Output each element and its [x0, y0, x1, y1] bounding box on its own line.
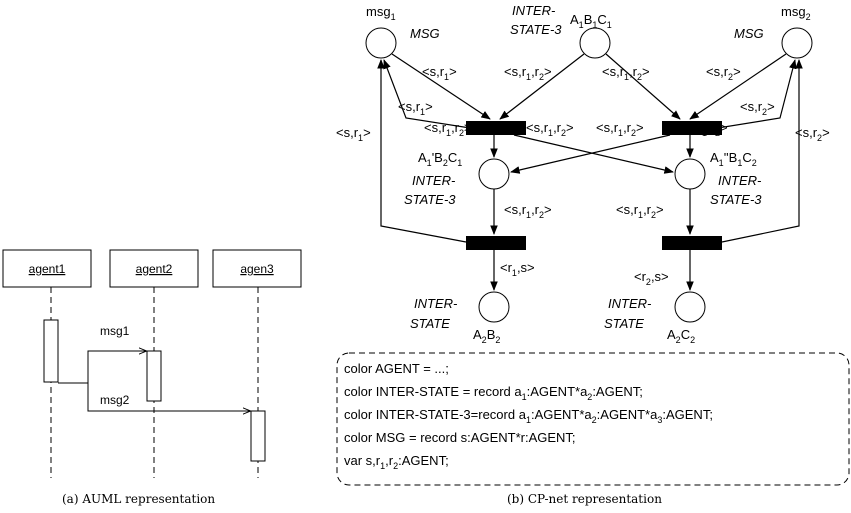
svg-text:<s,r1>: <s,r1>: [398, 99, 433, 117]
msg2-arrow: [87, 383, 250, 411]
svg-text:<r2,s>: <r2,s>: [634, 269, 669, 287]
activation-agen3: [250, 410, 266, 462]
caption-a: (a) AUML representation: [62, 492, 215, 506]
svg-text:<s,r1>: <s,r1>: [336, 125, 371, 143]
svg-text:<s,r2>: <s,r2>: [740, 99, 775, 117]
decl-line-3: color INTER-STATE-3=record a1:AGENT*a2:A…: [344, 407, 713, 425]
transition-t1: [466, 121, 526, 135]
svg-text:<s,r1,r2>: <s,r1,r2>: [616, 202, 664, 220]
place-a2c2: [674, 291, 706, 323]
cpnet-diagram: msg1 msg2 MSG MSG INTER- STATE-3 A1B1C1 …: [336, 3, 850, 486]
msg2-label: msg2: [100, 393, 130, 407]
lifeline-box-agen3: [212, 249, 302, 288]
transition-t4: [662, 236, 722, 250]
svg-text:<s,r1,r2>: <s,r1,r2>: [504, 202, 552, 220]
svg-text:<r1,s>: <r1,s>: [500, 260, 535, 278]
place-a2c2-type-2: STATE: [604, 316, 644, 331]
place-a2b2: [478, 291, 510, 323]
place-a1b2c1-name: A1'B2C1: [418, 150, 462, 168]
place-a1b2c1: [478, 158, 510, 190]
place-a1b1c2-name: A1''B1C2: [710, 150, 757, 168]
place-a1b1c2-type-1: INTER-: [718, 173, 762, 188]
place-msg1-type: MSG: [410, 26, 440, 41]
svg-text:<s,r1,r2>: <s,r1,r2>: [424, 120, 472, 138]
svg-text:<s,r2>: <s,r2>: [795, 125, 830, 143]
msg1-label: msg1: [100, 324, 130, 338]
arcs: [377, 53, 803, 291]
decl-line-5: var s,r1,r2:AGENT;: [344, 453, 449, 471]
agen3-label: agen3: [240, 262, 274, 276]
decl-line-1: color AGENT = ...;: [344, 361, 449, 376]
place-abc-name: A1B1C1: [570, 12, 612, 30]
svg-text:<s,r1>: <s,r1>: [422, 64, 457, 82]
agent2-label: agent2: [136, 262, 173, 276]
svg-text:<s,r1,r2>: <s,r1,r2>: [526, 120, 574, 138]
place-a2b2-name: A2B2: [473, 327, 500, 345]
place-abc-type-2: STATE-3: [510, 22, 562, 37]
svg-text:<s,r1,r2>: <s,r1,r2>: [504, 64, 552, 82]
place-msg1-name: msg1: [366, 4, 396, 22]
place-a2c2-name: A2C2: [667, 327, 695, 345]
decl-line-2: color INTER-STATE = record a1:AGENT*a2:A…: [344, 384, 643, 402]
place-a2b2-type-1: INTER-: [414, 296, 458, 311]
place-a2b2-type-2: STATE: [410, 316, 450, 331]
lifeline-box-agent1: [2, 249, 92, 288]
auml-diagram: agent1 agent2 agen3 msg1 msg2: [2, 249, 302, 478]
svg-text:<s,r2>: <s,r2>: [706, 64, 741, 82]
place-a2c2-type-1: INTER-: [608, 296, 652, 311]
place-a1b2c1-type-2: STATE-3: [404, 192, 456, 207]
transition-t2: [662, 121, 722, 135]
msg1-arrow: [58, 351, 146, 384]
place-msg2-name: msg2: [781, 4, 811, 22]
place-a1b1c2: [674, 158, 706, 190]
decl-line-4: color MSG = record s:AGENT*r:AGENT;: [344, 430, 576, 445]
place-msg2: [781, 27, 813, 59]
place-msg1: [365, 27, 397, 59]
declaration-box: [336, 352, 850, 486]
caption-b: (b) CP-net representation: [507, 492, 662, 506]
agent1-label: agent1: [29, 262, 66, 276]
transition-t3: [466, 236, 526, 250]
svg-text:<s,r1,r2>: <s,r1,r2>: [602, 64, 650, 82]
place-abc: [579, 27, 611, 59]
place-abc-type-1: INTER-: [512, 3, 556, 18]
activation-agent1: [43, 319, 59, 383]
lifeline-box-agent2: [109, 249, 199, 288]
svg-text:<s,r1,r2>: <s,r1,r2>: [596, 120, 644, 138]
arc-inscriptions: <s,r1> <s,r1,r2> <s,r1,r2> <s,r2> <s,r1>…: [336, 64, 830, 287]
activation-agent2: [146, 350, 162, 402]
place-msg2-type: MSG: [734, 26, 764, 41]
place-a1b1c2-type-2: STATE-3: [710, 192, 762, 207]
place-a1b2c1-type-1: INTER-: [412, 173, 456, 188]
